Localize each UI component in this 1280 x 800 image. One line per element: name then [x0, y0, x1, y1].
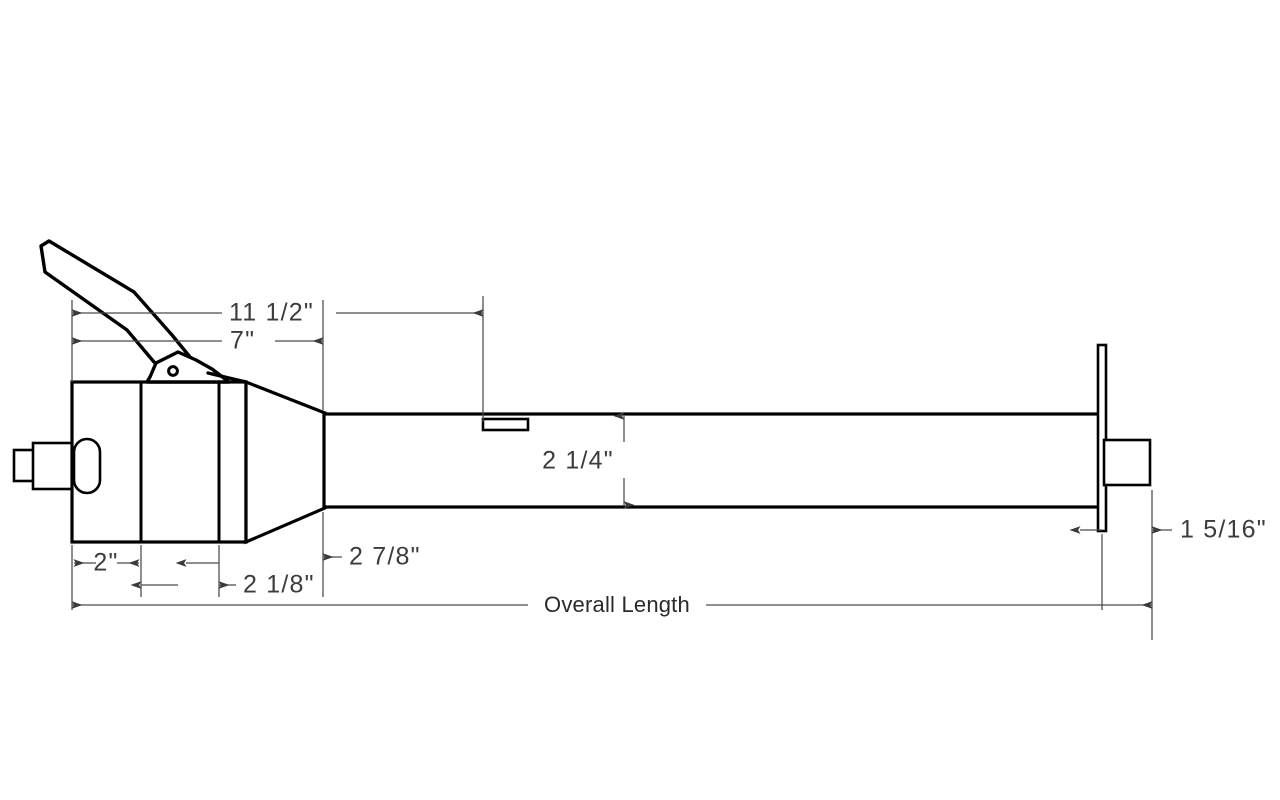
- dim-label-handle-to-tip: 11 1/2": [229, 299, 314, 327]
- dim-label-section-one: 2": [93, 549, 118, 577]
- part-geometry-group: [12, 239, 1152, 545]
- trigger-sweep-line: [206, 371, 248, 384]
- inlet-collar: [31, 441, 76, 491]
- splash-guard-flange: [1096, 343, 1108, 533]
- dimension-group: 11 1/2" 7" 2 1/4" 2" 2 1/8" 2 7/8": [71, 296, 1267, 640]
- inlet-hose-nipple: [12, 448, 36, 483]
- nozzle-barrel-spout: [322, 412, 1104, 509]
- dim-label-tip-length: 1 5/16": [1180, 516, 1267, 544]
- dim-label-taper-length: 2 7/8": [349, 543, 421, 571]
- body-taper-cone: [244, 379, 327, 545]
- barrel-retaining-slot: [481, 417, 530, 432]
- pivot-pin-hole: [167, 365, 179, 377]
- inlet-port-oval: [72, 437, 102, 495]
- dim-label-handle-to-barrel: 7": [230, 327, 255, 355]
- dim-label-section-two: 2 1/8": [243, 571, 315, 599]
- outlet-tip: [1102, 438, 1152, 487]
- dim-label-overall: Overall Length: [544, 592, 690, 617]
- dim-label-barrel-diameter: 2 1/4": [542, 447, 614, 475]
